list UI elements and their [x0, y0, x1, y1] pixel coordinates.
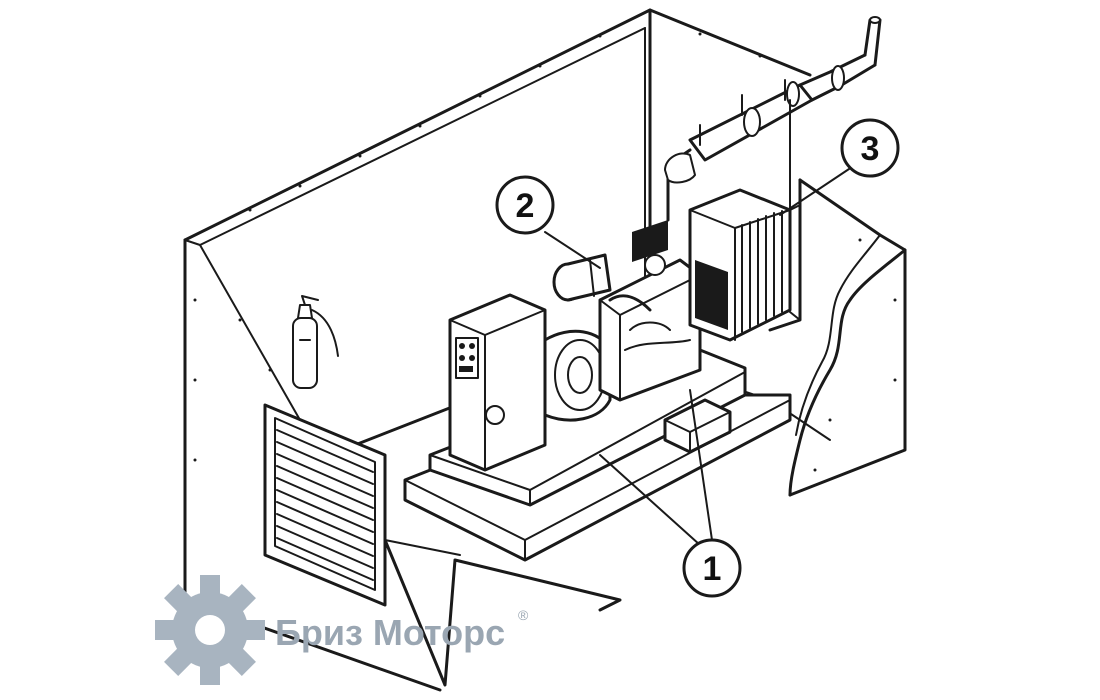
callout-3: 3 — [840, 118, 900, 178]
callout-2: 2 — [495, 175, 555, 235]
callout-1-label: 1 — [703, 550, 722, 588]
generator-set — [428, 16, 882, 507]
callout-2-label: 2 — [516, 187, 535, 225]
leader-lines — [544, 164, 856, 546]
registered-mark: ® — [518, 607, 529, 623]
brand-logo: Бриз Моторс ® — [155, 575, 529, 685]
gear-icon — [155, 575, 265, 685]
callout-1: 1 — [682, 538, 742, 598]
fire-extinguisher-icon — [292, 295, 339, 389]
air-intake-louver — [263, 403, 387, 607]
callout-3-label: 3 — [861, 130, 880, 168]
wall-texture — [193, 32, 897, 472]
brand-name: Бриз Моторс — [275, 612, 505, 653]
